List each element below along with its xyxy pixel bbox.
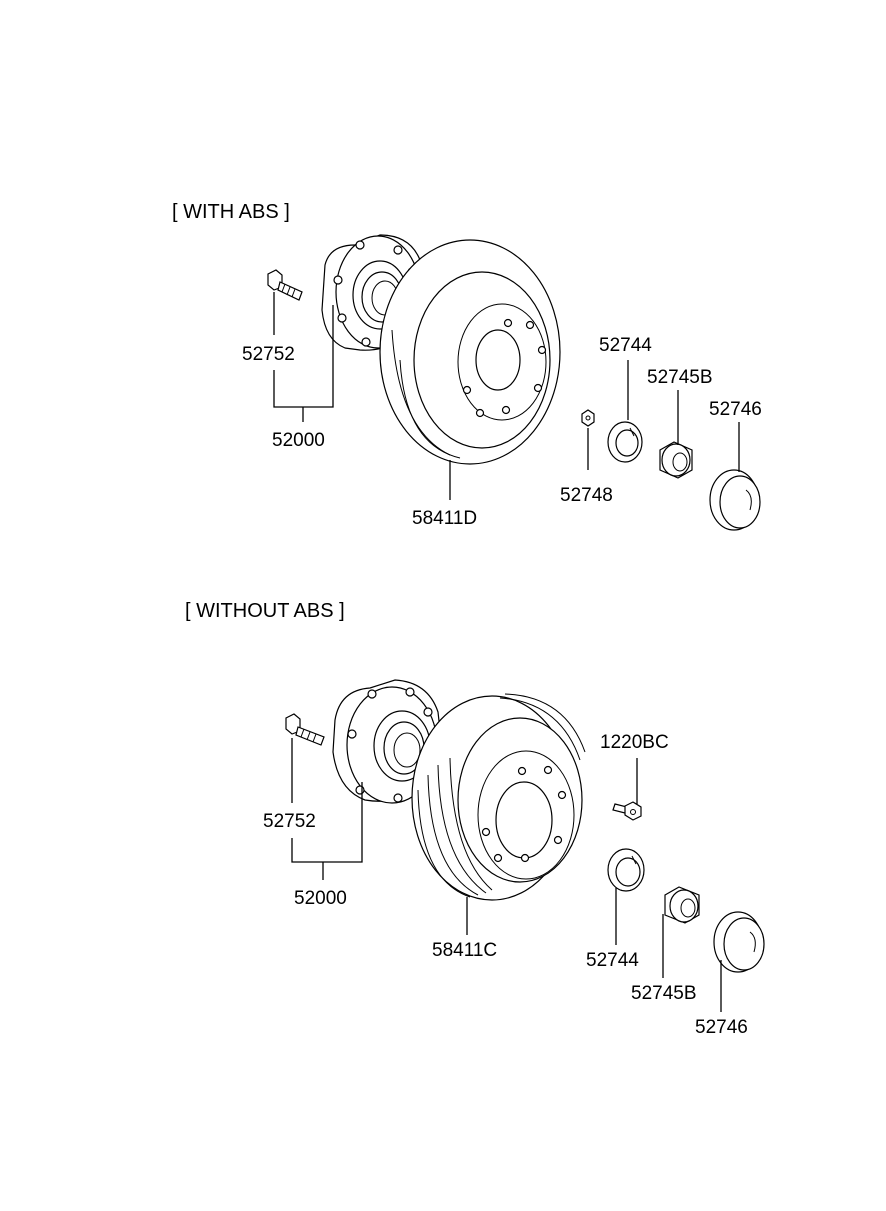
- hub-bolt: [267, 269, 303, 301]
- part-number-52744: 52744: [599, 335, 652, 356]
- part-number-52752: 52752: [263, 811, 316, 832]
- section-without-abs: [ WITHOUT ABS ]: [185, 600, 765, 1038]
- part-number-58411D: 58411D: [412, 508, 477, 529]
- part-number-52752: 52752: [242, 344, 295, 365]
- part-number-52748: 52748: [560, 485, 613, 506]
- brake-disc: [379, 239, 561, 465]
- hub-nut: [664, 886, 700, 924]
- part-number-52745B: 52745B: [647, 367, 713, 388]
- hub-cap: [713, 911, 765, 973]
- hub-cap: [709, 469, 761, 531]
- part-number-58411C: 58411C: [432, 940, 497, 961]
- section-heading-without-abs: [ WITHOUT ABS ]: [185, 600, 345, 622]
- hub-nut: [659, 441, 693, 479]
- abs-pin: [581, 409, 595, 427]
- section-with-abs: [ WITH ABS ]: [172, 201, 762, 531]
- brake-drum: [411, 693, 586, 901]
- lock-washer: [607, 421, 643, 463]
- part-number-52746: 52746: [709, 399, 762, 420]
- brake-screw: [612, 801, 642, 821]
- part-number-52744: 52744: [586, 950, 639, 971]
- part-number-52000: 52000: [272, 430, 325, 451]
- part-number-52746: 52746: [695, 1017, 748, 1038]
- part-number-1220BC: 1220BC: [600, 732, 669, 753]
- lock-washer: [607, 848, 645, 892]
- hub-bolt: [285, 713, 325, 746]
- part-number-52000: 52000: [294, 888, 347, 909]
- part-number-52745B: 52745B: [631, 983, 697, 1004]
- section-heading-with-abs: [ WITH ABS ]: [172, 201, 290, 223]
